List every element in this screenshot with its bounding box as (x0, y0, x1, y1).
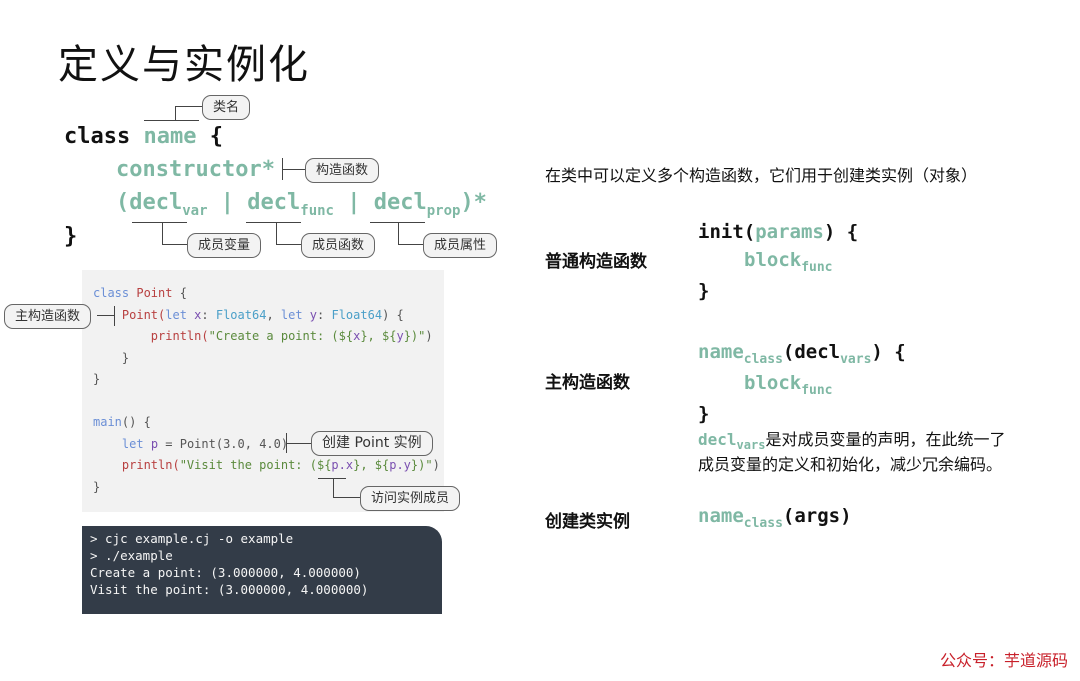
connector-line (286, 443, 312, 444)
syntax-line: } (698, 280, 710, 302)
terminal-line: > ./example (90, 548, 173, 563)
primary-ctor-syntax: nameclass(declvars) { blockfunc } (698, 338, 906, 428)
connector-line (246, 222, 301, 223)
code-line: println("Create a point: (${x}, ${y})") (150, 329, 433, 343)
pipe-separator: | (220, 190, 235, 215)
code-example: class Point { Point(let x: Float64, let … (93, 283, 440, 498)
terminal-line: > cjc example.cj -o example (90, 531, 294, 546)
callout-member-var: 成员变量 (187, 233, 262, 258)
connector-line (282, 169, 306, 170)
decl-prop-token: decl (373, 190, 427, 215)
description-line: 成员变量的定义和初始化，减少冗余编码。 (698, 455, 1003, 474)
callout-class-name: 类名 (202, 95, 251, 120)
connector-line (318, 478, 346, 479)
code-line: } (93, 479, 101, 494)
page-title: 定义与实例化 (58, 42, 310, 88)
watermark: 公众号：芋道源码 (939, 651, 1068, 670)
normal-ctor-syntax: init(params) { blockfunc } (698, 218, 858, 305)
code-line: Point(let x: Float64, let y: Float64) { (121, 307, 404, 322)
connector-line (276, 222, 277, 244)
intro-text: 在类中可以定义多个构造函数，它们用于创建类实例（对象） (545, 166, 978, 185)
func-subscript: func (300, 203, 334, 219)
create-instance-label: 创建类实例 (545, 512, 630, 532)
description-line: declvars是对成员变量的声明，在此统一了 (698, 430, 1006, 452)
prop-subscript: prop (426, 203, 461, 219)
syntax-line: blockfunc (744, 249, 833, 275)
connector-line (175, 106, 203, 107)
syntax-line-decl: (declvar | declfunc | declprop)* (116, 188, 487, 220)
code-line: class Point { (93, 286, 187, 300)
callout-member-func: 成员函数 (301, 233, 376, 258)
connector-line (370, 222, 425, 223)
decl-close-token: )* (460, 190, 487, 215)
connector-line (114, 306, 115, 326)
connector-line (162, 244, 188, 245)
decl-var-token: (decl (116, 190, 183, 215)
primary-ctor-description: declvars是对成员变量的声明，在此统一了 成员变量的定义和初始化，减少冗余… (698, 428, 1005, 477)
connector-line (175, 106, 176, 120)
var-subscript: var (182, 203, 208, 219)
syntax-line: init(params) { (698, 221, 859, 243)
primary-ctor-label: 主构造函数 (545, 373, 630, 393)
code-line: let p = Point(3.0, 4.0) (121, 436, 289, 451)
class-name-token: name (143, 124, 197, 149)
code-line: println("Visit the point: (${p.x}, ${p.y… (121, 458, 440, 472)
callout-constructor: 构造函数 (305, 158, 380, 183)
terminal-line: Create a point: (3.000000, 4.000000) (90, 565, 361, 580)
normal-ctor-label: 普通构造函数 (545, 252, 647, 272)
constructor-token: constructor* (116, 157, 275, 182)
callout-member-prop: 成员属性 (423, 233, 498, 258)
callout-access-member: 访问实例成员 (360, 486, 461, 511)
connector-line (162, 222, 163, 244)
connector-line (398, 244, 424, 245)
callout-primary-ctor: 主构造函数 (4, 304, 92, 329)
code-line: } (121, 350, 130, 365)
class-keyword: class (64, 124, 131, 149)
callout-create-instance: 创建 Point 实例 (311, 431, 433, 456)
connector-line (333, 497, 361, 498)
connector-line (276, 244, 302, 245)
terminal-line: Visit the point: (3.000000, 4.000000) (90, 582, 369, 597)
pipe-separator: | (347, 190, 361, 215)
code-example-box (82, 270, 444, 512)
syntax-line-constructor: constructor* (116, 155, 275, 185)
syntax-line: blockfunc (744, 372, 833, 398)
code-line: main() { (93, 415, 151, 429)
connector-line (97, 315, 114, 316)
syntax-line-class: class name { (64, 122, 223, 152)
create-instance-syntax: nameclass(args) (698, 505, 852, 531)
connector-line (144, 120, 199, 121)
syntax-line: } (698, 403, 710, 425)
connector-line (333, 478, 334, 498)
connector-line (398, 222, 399, 244)
connector-line (132, 222, 187, 223)
code-line: } (93, 372, 101, 386)
decl-func-token: decl (247, 190, 301, 215)
close-brace: } (64, 224, 78, 249)
syntax-line: nameclass(declvars) { (698, 341, 906, 367)
open-brace: { (209, 124, 223, 149)
